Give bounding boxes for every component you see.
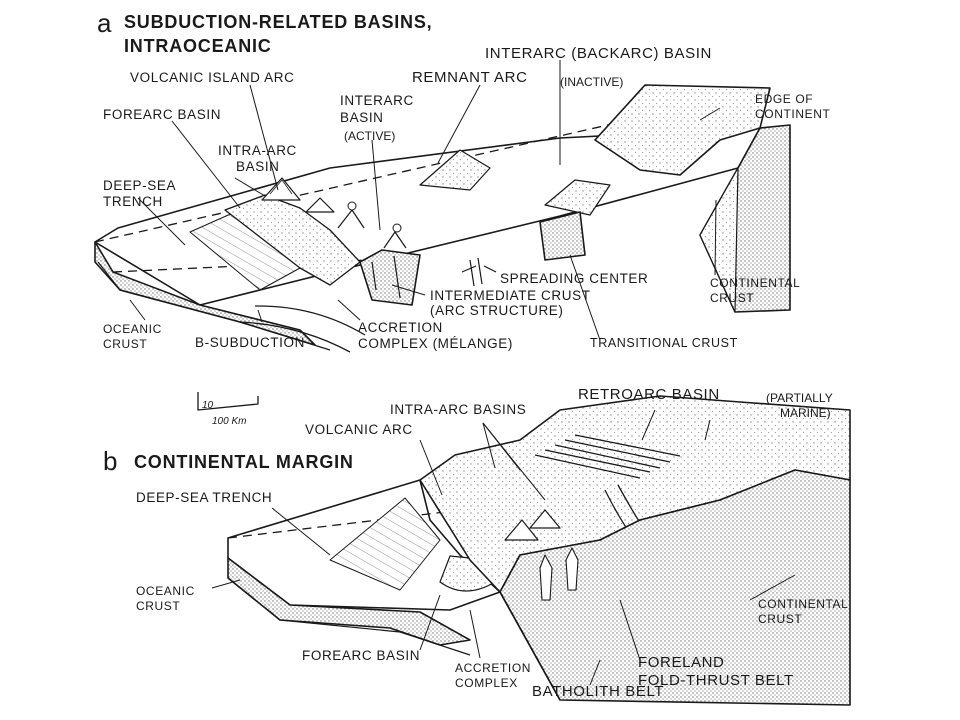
label-deep-sea-trench-b: DEEP-SEA TRENCH	[136, 490, 273, 505]
label-continental-crust-a1: CONTINENTAL	[710, 276, 801, 290]
label-spreading-center: SPREADING CENTER	[500, 271, 649, 286]
panel-a-volcano-1	[261, 177, 301, 201]
label-continental-crust-a2: CRUST	[710, 291, 755, 305]
label-interarc-basin-1: INTERARC	[340, 93, 414, 108]
label-foreland-2: FOLD-THRUST BELT	[638, 672, 794, 689]
label-volcanic-island-arc: VOLCANIC ISLAND ARC	[130, 70, 295, 85]
label-continental-crust-b2: CRUST	[758, 612, 803, 626]
panel-b-diagram	[197, 392, 851, 706]
label-edge-of-continent-2: CONTINENT	[755, 107, 831, 121]
panel-b-batholith-front	[499, 469, 851, 706]
label-accretion-complex-a1: ACCRETION	[358, 320, 443, 335]
label-accretion-complex-b2: COMPLEX	[455, 676, 518, 690]
label-deep-sea-trench-a2: TRENCH	[103, 194, 163, 209]
panel-a-remnant-arc	[419, 149, 491, 191]
panel-a-subducting-slab	[239, 305, 366, 353]
panel-b-letter: b	[103, 446, 119, 476]
label-oceanic-crust-b1: OCEANIC	[136, 584, 195, 598]
panel-a-diagram	[94, 60, 791, 353]
label-interarc-basin-2: BASIN	[340, 110, 384, 125]
panel-a-continent-top	[594, 84, 771, 176]
label-batholith-belt: BATHOLITH BELT	[532, 683, 665, 700]
panel-b-trench	[329, 497, 441, 591]
panel-a-transitional-ridge	[544, 179, 611, 216]
spreading-center-icon	[461, 257, 497, 287]
label-foreland-1: FORELAND	[638, 654, 725, 671]
label-edge-of-continent-1: EDGE OF	[755, 92, 814, 106]
label-transitional-crust: TRANSITIONAL CRUST	[590, 336, 738, 350]
label-forearc-basin-a: FOREARC BASIN	[103, 107, 222, 122]
label-accretion-complex-b1: ACCRETION	[455, 661, 532, 675]
panel-a-letter: a	[97, 8, 113, 38]
panel-b-intrusion-2	[565, 547, 579, 591]
label-b-subduction: B-SUBDUCTION	[195, 335, 305, 350]
panel-a-title-line1: SUBDUCTION-RELATED BASINS,	[124, 12, 433, 32]
panel-a-volcano-2	[305, 197, 335, 213]
label-oceanic-crust-a1: OCEANIC	[103, 322, 162, 336]
label-volcanic-arc: VOLCANIC ARC	[305, 422, 413, 437]
label-intra-arc-basins: INTRA-ARC BASINS	[390, 402, 527, 417]
label-intermediate-crust-2: (ARC STRUCTURE)	[430, 303, 564, 318]
label-intra-arc-basin-a1: INTRA-ARC	[218, 143, 297, 158]
panel-b-intrusion-1	[539, 554, 553, 601]
label-partially-marine-2: MARINE)	[780, 406, 831, 420]
panel-a-continent-side	[699, 167, 739, 313]
label-oceanic-crust-b2: CRUST	[136, 599, 181, 613]
scale-bar-vertical: 10	[202, 400, 214, 411]
label-interarc-basin-active: (ACTIVE)	[344, 129, 396, 143]
panel-a-transitional-block	[539, 211, 586, 261]
panel-b-volcano-2	[529, 509, 561, 529]
label-partially-marine-1: (PARTIALLY	[766, 391, 833, 405]
label-remnant-arc: REMNANT ARC	[412, 69, 528, 86]
panel-a-intermediate-crust	[359, 249, 421, 306]
panel-a-dashed-front	[112, 257, 411, 273]
scale-bar-icon	[197, 392, 259, 411]
label-intra-arc-basin-a2: BASIN	[236, 159, 280, 174]
panel-b-fold-thrust	[534, 434, 681, 546]
label-oceanic-crust-a2: CRUST	[103, 337, 148, 351]
panel-b-volcano-1	[504, 519, 539, 541]
label-inactive: (INACTIVE)	[560, 75, 624, 89]
label-intermediate-crust-1: INTERMEDIATE CRUST	[430, 288, 591, 303]
panel-b-leaders	[211, 409, 796, 686]
panel-a-title-line2: INTRAOCEANIC	[124, 36, 272, 56]
label-deep-sea-trench-a1: DEEP-SEA	[103, 178, 177, 193]
label-backarc-basin: INTERARC (BACKARC) BASIN	[485, 45, 712, 62]
label-retroarc-basin: RETROARC BASIN	[578, 386, 720, 403]
label-forearc-basin-b: FOREARC BASIN	[302, 648, 421, 663]
scale-bar-horizontal: 100 Km	[212, 416, 247, 427]
panel-a-leaders	[129, 60, 721, 341]
label-accretion-complex-a2: COMPLEX (MÉLANGE)	[358, 336, 513, 351]
panel-b-title: CONTINENTAL MARGIN	[134, 452, 354, 472]
label-continental-crust-b1: CONTINENTAL	[758, 597, 849, 611]
